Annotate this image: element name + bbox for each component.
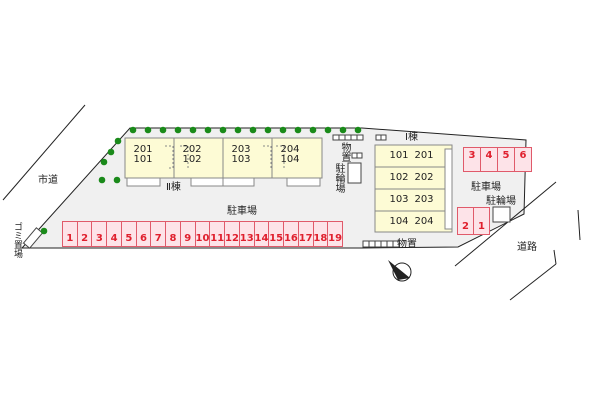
tree-icon <box>294 126 302 134</box>
tree-icon <box>189 126 197 134</box>
tree-icon <box>159 126 167 134</box>
parking-space: 19 <box>327 221 343 247</box>
parking-space: 8 <box>165 221 181 247</box>
city-road-label: 市道 <box>38 175 58 186</box>
tree-icon <box>249 126 257 134</box>
unit-number: 104 <box>280 154 300 165</box>
parking-space: 5 <box>497 147 515 172</box>
unit-number: 103 <box>231 154 251 165</box>
tree-icon <box>204 126 212 134</box>
city-road-edge <box>2 104 86 201</box>
building-2-label: Ⅱ棟 <box>166 182 181 193</box>
parking-main-label: 駐車場 <box>227 206 257 217</box>
parking-space: 5 <box>120 221 137 247</box>
parking-space: 3 <box>91 221 108 247</box>
tree-icon <box>98 176 106 184</box>
parking-space: 6 <box>135 221 152 247</box>
road-edge-3 <box>553 249 557 265</box>
parking-space: 15 <box>268 221 285 247</box>
tree-icon <box>354 126 362 134</box>
tree-icon <box>174 126 182 134</box>
tree-icon <box>264 126 272 134</box>
parking-space: 10 <box>194 221 211 247</box>
tree-icon <box>219 126 227 134</box>
tree-icon <box>279 126 287 134</box>
parking-space: 6 <box>514 147 532 172</box>
road-label: 道路 <box>517 242 537 253</box>
parking-space: 16 <box>283 221 299 247</box>
storage-top-label: 物置 <box>339 142 350 162</box>
parking-right-label: 駐車場 <box>471 182 501 193</box>
road-edge-4 <box>577 209 581 241</box>
parking-space: 7 <box>150 221 167 247</box>
tree-icon <box>114 137 122 145</box>
parking-space: 17 <box>297 221 314 247</box>
parking-space: 4 <box>106 221 122 247</box>
parking-space: 9 <box>179 221 196 247</box>
unit-number: 103 <box>389 194 409 205</box>
tree-icon <box>107 148 115 156</box>
road-edge-1 <box>454 181 557 267</box>
parking-space: 2 <box>457 207 474 235</box>
parking-space: 2 <box>76 221 93 247</box>
tree-icon <box>339 126 347 134</box>
unit-number: 203 <box>414 194 434 205</box>
parking-space: 18 <box>312 221 329 247</box>
bike-left-label: 駐輪場 <box>333 163 344 193</box>
tree-icon <box>324 126 332 134</box>
garbage-area-label: ゴミ置場 <box>12 222 22 258</box>
unit-number: 102 <box>389 172 409 183</box>
unit-number: 102 <box>182 154 202 165</box>
north-arrow-icon <box>388 260 412 282</box>
tree-icon <box>129 126 137 134</box>
unit-number: 201 <box>414 150 434 161</box>
unit-number: 101 <box>389 150 409 161</box>
storage-bottom-label: 物置 <box>397 239 417 250</box>
bike-right-label: 駐輪場 <box>486 196 516 207</box>
unit-number: 104 <box>389 216 409 227</box>
building-1-label: Ⅰ棟 <box>405 132 418 143</box>
unit-number: 204 <box>414 216 434 227</box>
tree-icon <box>309 126 317 134</box>
unit-number: 202 <box>414 172 434 183</box>
parking-space: 1 <box>473 207 490 235</box>
tree-icon <box>40 227 48 235</box>
parking-space: 13 <box>238 221 255 247</box>
tree-icon <box>144 126 152 134</box>
parking-space: 11 <box>209 221 226 247</box>
parking-space: 4 <box>480 147 498 172</box>
unit-number: 202 <box>182 144 202 155</box>
unit-number: 204 <box>280 144 300 155</box>
unit-number: 201 <box>133 144 153 155</box>
parking-space: 12 <box>224 221 240 247</box>
road-edge-2 <box>509 263 557 301</box>
unit-number: 101 <box>133 154 153 165</box>
unit-number: 203 <box>231 144 251 155</box>
parking-space: 3 <box>463 147 481 172</box>
trees <box>40 126 362 235</box>
tree-icon <box>113 176 121 184</box>
tree-icon <box>100 158 108 166</box>
parking-space: 14 <box>253 221 270 247</box>
tree-icon <box>234 126 242 134</box>
parking-space: 1 <box>62 221 78 247</box>
